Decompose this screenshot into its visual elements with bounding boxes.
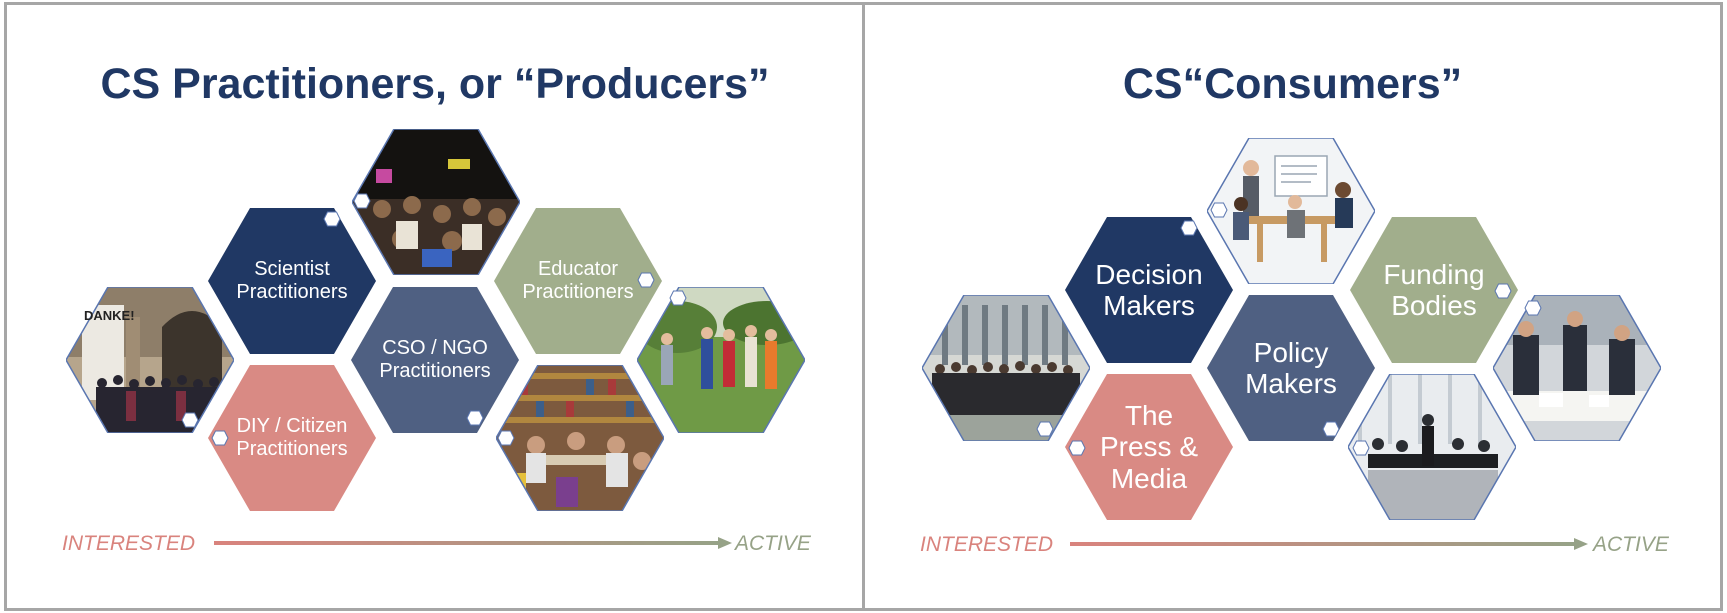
boardroom-photo-hexagon — [1348, 374, 1516, 520]
hexagon-press-media: The Press & Media — [1065, 374, 1233, 520]
hexagon-label: Funding Bodies — [1383, 258, 1485, 321]
small-hexagon-icon — [1068, 440, 1086, 456]
hexagon-label: The Press & Media — [1099, 399, 1199, 494]
business-team-photo-hexagon — [1493, 295, 1661, 441]
group-photo-danke-hexagon — [66, 287, 234, 433]
hexagon-label: Educator Practitioners — [522, 258, 634, 303]
small-hexagon-icon — [1210, 202, 1228, 218]
hexagon-policy-makers: Policy Makers — [1207, 295, 1375, 441]
small-hexagon-icon — [1036, 421, 1054, 437]
axis-end-label: ACTIVE — [1593, 533, 1669, 556]
consumers-title: CS“Consumers” — [1122, 60, 1463, 108]
meeting-illustration-hexagon — [1207, 138, 1375, 284]
small-hexagon-icon — [181, 412, 199, 428]
small-hexagon-icon — [1180, 220, 1198, 236]
small-hexagon-icon — [466, 410, 484, 426]
producers-title: CS Practitioners, or “Producers” — [100, 60, 770, 108]
axis-end-label: ACTIVE — [735, 532, 811, 555]
delegation-group-photo-hexagon — [922, 295, 1090, 441]
field-fieldwork-photo-hexagon — [637, 287, 805, 433]
library-photo-hexagon — [496, 365, 664, 511]
small-hexagon-icon — [1524, 300, 1542, 316]
small-hexagon-icon — [637, 272, 655, 288]
interested-to-active-arrow — [1070, 538, 1588, 550]
hexagon-label: CSO / NGO Practitioners — [379, 337, 491, 382]
small-hexagon-icon — [1352, 440, 1370, 456]
hexagon-diy-citizen-practitioners: DIY / Citizen Practitioners — [208, 365, 376, 511]
hexagon-label: Decision Makers — [1095, 258, 1203, 321]
small-hexagon-icon — [1494, 283, 1512, 299]
small-hexagon-icon — [211, 430, 229, 446]
small-hexagon-icon — [497, 430, 515, 446]
small-hexagon-icon — [669, 290, 687, 306]
small-hexagon-icon — [353, 193, 371, 209]
hexagon-label: Scientist Practitioners — [236, 258, 348, 303]
small-hexagon-icon — [1322, 421, 1340, 437]
axis-start-label: INTERESTED — [62, 532, 196, 555]
axis-start-label: INTERESTED — [920, 533, 1054, 556]
danke-banner-text: DANKE! — [84, 308, 135, 323]
hexagon-label: DIY / Citizen Practitioners — [236, 415, 348, 460]
interested-to-active-arrow — [214, 537, 732, 549]
night-gathering-photo-hexagon — [352, 129, 520, 275]
hexagon-cso-ngo-practitioners: CSO / NGO Practitioners — [351, 287, 519, 433]
small-hexagon-icon — [323, 211, 341, 227]
hexagon-label: Policy Makers — [1245, 336, 1337, 399]
